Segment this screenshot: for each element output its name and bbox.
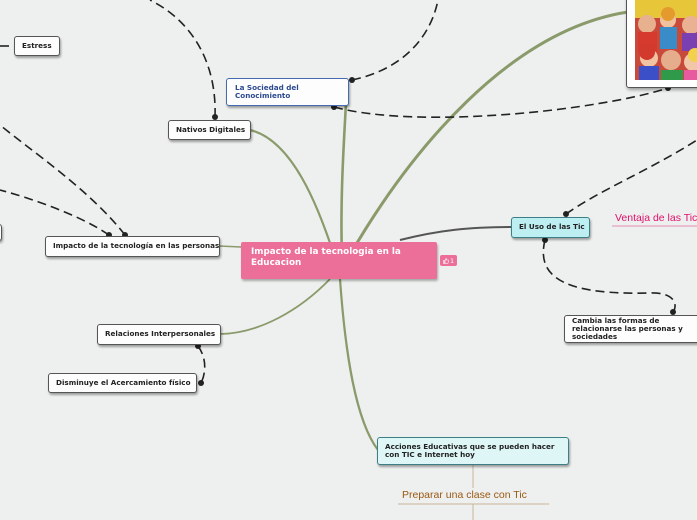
node-label: Estress — [22, 42, 52, 50]
branch-to-impacto-personas — [219, 246, 241, 247]
central-title: Impacto de la tecnologia en la Educacion — [251, 247, 401, 268]
node-estress[interactable]: Estress — [14, 36, 60, 56]
node-label: Impacto de la tecnología en las personas — [53, 242, 219, 250]
link-nativos-top — [150, 0, 215, 117]
likes-badge[interactable]: 1 — [440, 255, 457, 266]
node-label: El Uso de las Tic — [519, 223, 585, 231]
branch-to-relaciones — [221, 279, 330, 334]
link-uso-top — [566, 140, 697, 214]
node-label: Acciones Educativas que se pueden hacer … — [385, 443, 561, 460]
link-personas-2 — [0, 190, 109, 235]
node-cambia[interactable]: Cambia las formas de relacionarse las pe… — [564, 315, 697, 343]
people-photo — [635, 0, 697, 80]
node-impacto-personas[interactable]: Impacto de la tecnología en las personas — [45, 236, 220, 257]
thumbs-up-icon — [443, 258, 449, 264]
node-uso-tic[interactable]: El Uso de las Tic — [511, 217, 590, 238]
node-label: La Sociedad del Conocimiento — [235, 84, 299, 101]
node-label: Cambia las formas de relacionarse las pe… — [572, 317, 697, 342]
node-nativos[interactable]: Nativos Digitales — [168, 120, 251, 140]
link-relaciones-disminuye — [198, 346, 205, 383]
floating-label: Preparar una clase con Tic — [402, 489, 527, 501]
link-sociedad-top — [352, 0, 438, 80]
link-sociedad-photo — [334, 88, 668, 117]
dot — [198, 380, 204, 386]
dot — [349, 77, 355, 83]
branch-to-acciones — [340, 279, 378, 450]
floating-preparar[interactable]: Preparar una clase con Tic — [402, 489, 527, 501]
node-acciones[interactable]: Acciones Educativas que se pueden hacer … — [377, 437, 569, 465]
node-disminuye[interactable]: Disminuye el Acercamiento físico — [48, 373, 197, 393]
likes-count: 1 — [450, 257, 454, 265]
branch-to-uso-tic — [400, 227, 512, 240]
link-personas-1 — [0, 125, 125, 235]
branch-to-sociedad — [341, 103, 346, 258]
node-label: Relaciones Interpersonales — [105, 330, 215, 338]
node-label: Nativos Digitales — [176, 126, 245, 134]
image-node[interactable] — [626, 0, 697, 88]
branch-to-nativos — [250, 130, 335, 258]
floating-ventaja[interactable]: Ventaja de las Tic — [615, 212, 697, 224]
node-sociedad[interactable]: La Sociedad del Conocimiento — [226, 78, 349, 106]
node-relaciones[interactable]: Relaciones Interpersonales — [97, 324, 221, 345]
floating-label: Ventaja de las Tic — [615, 212, 697, 224]
link-uso-cambia — [543, 240, 675, 312]
node-label: Disminuye el Acercamiento físico — [56, 379, 191, 387]
central-topic[interactable]: Impacto de la tecnologia en la Educacion — [241, 242, 437, 279]
left-edge-node[interactable] — [0, 224, 2, 241]
